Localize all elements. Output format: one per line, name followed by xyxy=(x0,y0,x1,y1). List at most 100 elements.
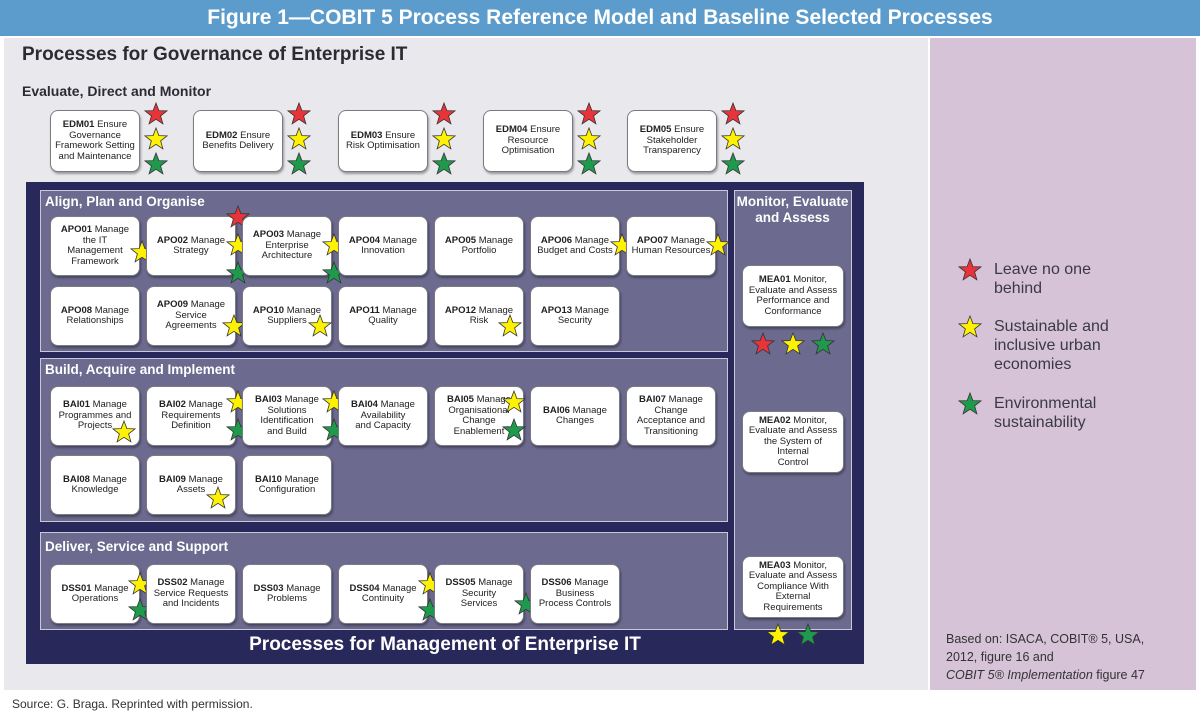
process-name: Ensure Resource Optimisation xyxy=(501,124,561,157)
process-text: DSS02 Manage Service Requests and Incide… xyxy=(154,578,228,610)
yellow-star-icon xyxy=(432,127,456,150)
dss-section-title: Deliver, Service and Support xyxy=(45,539,229,554)
process-text: MEA01 Monitor, Evaluate and Assess Perfo… xyxy=(748,274,838,317)
red-star-icon xyxy=(751,332,775,355)
process-name: Manage Solutions Identification and Buil… xyxy=(260,394,319,437)
process-name: Manage Human Resources xyxy=(631,234,711,256)
management-label: Processes for Management of Enterprise I… xyxy=(249,634,641,655)
process-text: EDM05 Ensure Stakeholder Transparency xyxy=(640,125,704,157)
process-name: Manage Service Agreements xyxy=(165,299,226,332)
process-text: APO12 Manage Risk xyxy=(444,304,513,327)
legend-label: Leave no one behind xyxy=(994,261,1091,297)
process-text: BAI10 Manage Configuration xyxy=(255,473,319,496)
process-text: BAI09 Manage Assets xyxy=(159,473,223,496)
red-star-icon xyxy=(432,102,456,125)
dss01-process-box: DSS01 Manage Operations xyxy=(50,564,140,624)
apo10-process-box: APO10 Manage Suppliers xyxy=(242,286,332,346)
process-text: EDM04 Ensure Resource Optimisation xyxy=(496,125,560,157)
process-text: EDM03 Ensure Risk Optimisation xyxy=(346,130,420,152)
dss05-process-box: DSS05 Manage Security Services xyxy=(434,564,524,624)
mea02-process-box: MEA02 Monitor, Evaluate and Assess the S… xyxy=(742,411,844,473)
apo08-process-box: APO08 Manage Relationships xyxy=(50,286,140,346)
process-code: BAI10 xyxy=(255,473,282,485)
process-text: BAI02 Manage Requirements Definition xyxy=(159,400,223,432)
process-name: Manage Assets xyxy=(176,473,223,495)
process-code: DSS03 xyxy=(253,582,284,594)
based-on-line1: Based on: ISACA, COBIT® 5, USA, xyxy=(946,632,1145,646)
yellow-star-icon xyxy=(308,314,332,337)
process-code: BAI03 xyxy=(255,394,282,405)
dss04-process-box: DSS04 Manage Continuity xyxy=(338,564,428,624)
process-code: MEA01 xyxy=(758,274,791,285)
bai08-process-box: BAI08 Manage Knowledge xyxy=(50,455,140,515)
process-code: EDM05 xyxy=(639,124,672,136)
based-on-note: Based on: ISACA, COBIT® 5, USA, 2012, fi… xyxy=(946,630,1186,684)
process-name: Manage Configuration xyxy=(258,473,319,495)
based-on-line3: COBIT 5® Implementation figure 47 xyxy=(946,666,1186,684)
red-star-icon xyxy=(226,205,250,228)
process-name: Manage Programmes and Projects xyxy=(58,399,132,432)
yellow-star-icon xyxy=(721,127,745,150)
dss02-process-box: DSS02 Manage Service Requests and Incide… xyxy=(146,564,236,624)
green-star-icon xyxy=(502,418,526,441)
process-code: APO08 xyxy=(60,304,93,316)
process-name: Manage Security xyxy=(557,304,610,326)
bai-section-title: Build, Acquire and Implement xyxy=(45,362,236,377)
apo06-process-box: APO06 Manage Budget and Costs xyxy=(530,216,620,276)
green-star-icon xyxy=(958,392,982,415)
process-name: Manage Change Acceptance and Transitioni… xyxy=(636,394,706,437)
process-code: APO12 xyxy=(444,304,477,316)
edm01-process-box: EDM01 Ensure Governance Framework Settin… xyxy=(50,110,140,172)
process-name: Monitor, Evaluate and Assess Performance… xyxy=(748,274,838,317)
process-name: Manage Enterprise Architecture xyxy=(261,229,322,262)
yellow-star-icon xyxy=(577,127,601,150)
green-star-icon xyxy=(144,152,168,175)
process-text: APO03 Manage Enterprise Architecture xyxy=(253,230,321,262)
process-code: MEA02 xyxy=(758,414,791,426)
process-text: MEA02 Monitor, Evaluate and Assess the S… xyxy=(747,414,839,469)
process-text: DSS03 Manage Problems xyxy=(253,582,321,605)
yellow-star-icon xyxy=(498,314,522,337)
green-star-icon xyxy=(577,152,601,175)
process-name: Manage Knowledge xyxy=(71,473,127,495)
based-on-line3-italic: COBIT 5® Implementation xyxy=(946,668,1093,682)
process-code: DSS05 xyxy=(445,577,476,589)
process-code: DSS02 xyxy=(157,577,188,589)
process-code: APO09 xyxy=(156,299,189,311)
red-star-icon xyxy=(958,258,982,281)
process-name: Ensure Benefits Delivery xyxy=(202,129,274,151)
process-name: Ensure Governance Framework Setting and … xyxy=(55,119,135,162)
apo13-process-box: APO13 Manage Security xyxy=(530,286,620,346)
process-name: Manage Service Requests and Incidents xyxy=(153,577,229,610)
process-text: APO10 Manage Suppliers xyxy=(253,304,322,327)
process-code: APO02 xyxy=(156,234,189,246)
process-text: BAI04 Manage Availability and Capacity xyxy=(351,400,415,432)
process-name: Manage Requirements Definition xyxy=(161,399,223,432)
process-name: Manage Relationships xyxy=(66,304,130,326)
process-text: APO13 Manage Security xyxy=(541,304,610,327)
process-text: EDM01 Ensure Governance Framework Settin… xyxy=(55,119,135,162)
process-name: Monitor, Evaluate and Assess Compliance … xyxy=(748,559,838,613)
dss03-process-box: DSS03 Manage Problems xyxy=(242,564,332,624)
based-on-line2: 2012, figure 16 and xyxy=(946,650,1054,664)
process-code: APO01 xyxy=(60,224,93,235)
edm03-process-box: EDM03 Ensure Risk Optimisation xyxy=(338,110,428,172)
process-code: BAI04 xyxy=(351,399,378,411)
figure-title: Figure 1—COBIT 5 Process Reference Model… xyxy=(0,0,1200,36)
process-name: Manage Organisational Change Enablement xyxy=(448,394,511,437)
process-text: APO11 Manage Quality xyxy=(349,305,417,327)
process-name: Ensure Stakeholder Transparency xyxy=(643,124,705,157)
green-star-icon xyxy=(796,623,820,646)
bai07-process-box: BAI07 Manage Change Acceptance and Trans… xyxy=(626,386,716,446)
apo03-process-box: APO03 Manage Enterprise Architecture xyxy=(242,216,332,276)
bai02-process-box: BAI02 Manage Requirements Definition xyxy=(146,386,236,446)
process-code: BAI05 xyxy=(447,394,474,405)
legend-label: Sustainable and inclusive urban economie… xyxy=(994,318,1109,373)
process-code: DSS04 xyxy=(349,582,380,594)
process-text: DSS05 Manage Security Services xyxy=(445,578,512,610)
green-star-icon xyxy=(721,152,745,175)
process-name: Manage Suppliers xyxy=(267,304,322,326)
apo09-process-box: APO09 Manage Service Agreements xyxy=(146,286,236,346)
edm04-process-box: EDM04 Ensure Resource Optimisation xyxy=(483,110,573,172)
process-name: Manage Problems xyxy=(266,582,321,604)
